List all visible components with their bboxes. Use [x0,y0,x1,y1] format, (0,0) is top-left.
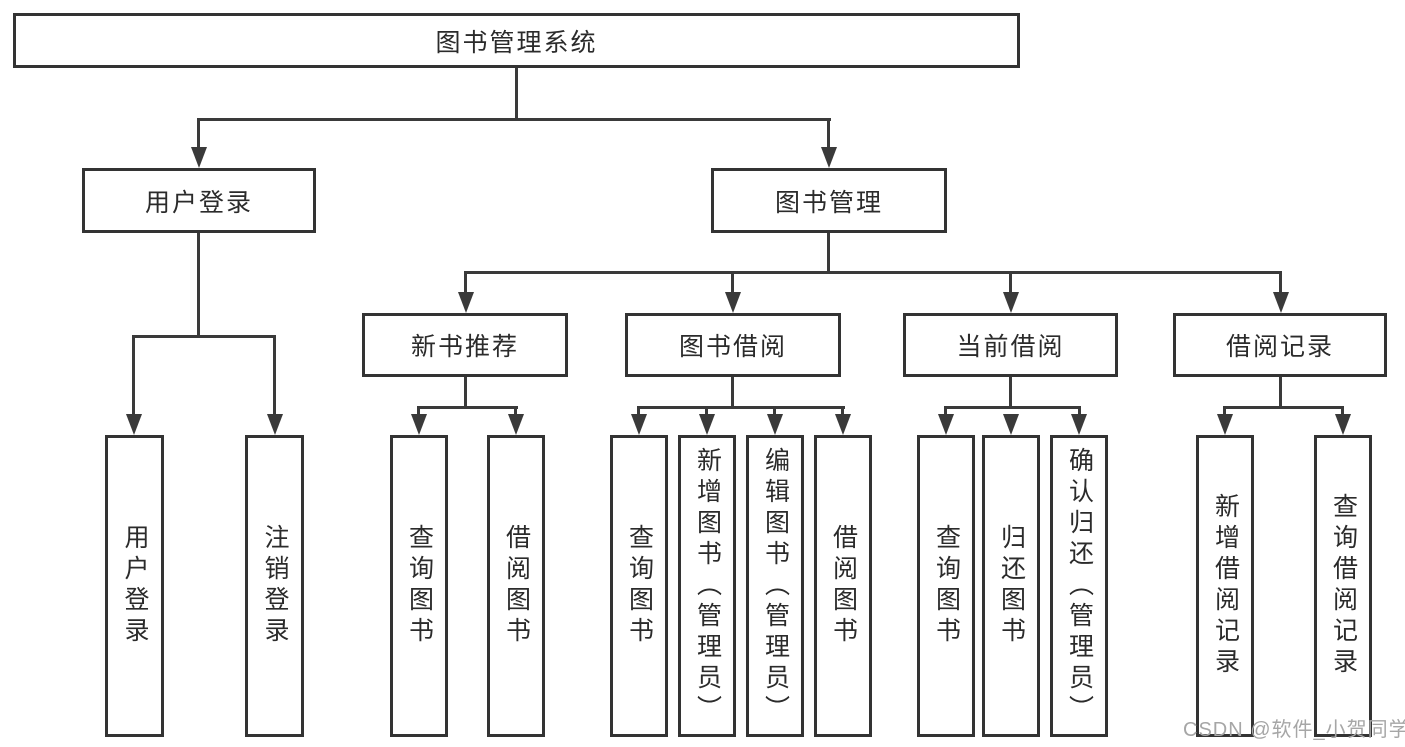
leaf-borrowing-add-books-admin-label: 新增图书（管理员） [693,446,722,726]
arrow-down-icon [411,414,427,435]
leaf-records-add-record: 新增借阅记录 [1196,435,1254,737]
connector-line [731,271,734,295]
arrow-down-icon [191,147,207,168]
connector-line [1341,406,1344,417]
connector-line [841,406,844,417]
leaf-current-return-books: 归还图书 [982,435,1040,737]
arrow-down-icon [1071,414,1087,435]
leaf-borrowing-edit-books-admin: 编辑图书（管理员） [746,435,804,737]
node-book-management-label: 图书管理 [774,188,883,217]
arrow-down-icon [725,292,741,313]
arrow-down-icon [126,414,142,435]
arrow-down-icon [767,414,783,435]
arrow-down-icon [1217,414,1233,435]
leaf-borrowing-query-books: 查询图书 [610,435,668,737]
arrow-down-icon [699,414,715,435]
connector-line [944,406,1081,409]
node-current-borrowing-label: 当前借阅 [956,333,1065,361]
leaf-current-return-books-label: 归还图书 [997,524,1026,648]
node-book-borrowing: 图书借阅 [625,313,841,377]
arrow-down-icon [1273,292,1289,313]
leaf-recommend-query-books-label: 查询图书 [405,524,434,648]
arrow-down-icon [508,414,524,435]
node-root: 图书管理系统 [13,13,1020,68]
leaf-borrowing-query-books-label: 查询图书 [625,524,654,648]
connector-line [464,377,467,409]
connector-line [1009,271,1012,295]
leaf-records-query-record: 查询借阅记录 [1314,435,1372,737]
node-user-login: 用户登录 [82,168,316,233]
leaf-current-confirm-return-admin: 确认归还（管理员） [1050,435,1108,737]
leaf-logout-label: 注销登录 [261,524,289,648]
leaf-current-query-books-label: 查询图书 [932,524,961,648]
leaf-borrowing-borrow-books: 借阅图书 [814,435,872,737]
leaf-records-query-record-label: 查询借阅记录 [1329,493,1358,679]
arrow-down-icon [1335,414,1351,435]
node-borrowing-records-label: 借阅记录 [1225,333,1334,361]
leaf-current-confirm-return-admin-label: 确认归还（管理员） [1065,446,1094,726]
connector-line [273,335,276,417]
connector-line [827,233,830,274]
leaf-user-login: 用户登录 [105,435,164,737]
leaf-recommend-query-books: 查询图书 [390,435,448,737]
connector-line [1078,406,1081,417]
arrow-down-icon [938,414,954,435]
node-borrowing-records: 借阅记录 [1173,313,1387,377]
arrow-down-icon [267,414,283,435]
leaf-user-login-label: 用户登录 [121,524,149,648]
connector-line [1279,377,1282,409]
arrow-down-icon [835,414,851,435]
connector-line [417,406,518,409]
connector-line [132,335,276,338]
connector-line [1223,406,1226,417]
connector-line [1009,377,1012,409]
connector-line [827,118,830,150]
connector-line [705,406,708,417]
node-current-borrowing: 当前借阅 [903,313,1118,377]
leaf-records-add-record-label: 新增借阅记录 [1211,493,1240,679]
connector-line [637,406,640,417]
node-new-book-recommend-label: 新书推荐 [410,333,519,361]
connector-line [464,271,467,295]
arrow-down-icon [458,292,474,313]
connector-line [197,118,200,150]
leaf-current-query-books: 查询图书 [917,435,975,737]
node-root-label: 图书管理系统 [435,28,598,57]
leaf-borrowing-add-books-admin: 新增图书（管理员） [678,435,736,737]
leaf-borrowing-borrow-books-label: 借阅图书 [829,524,858,648]
connector-line [944,406,947,417]
connector-line [132,335,135,417]
watermark-text: CSDN @软件_小贺同学 [1183,719,1405,741]
leaf-logout: 注销登录 [245,435,304,737]
connector-line [773,406,776,417]
node-new-book-recommend: 新书推荐 [362,313,568,377]
connector-line [197,233,200,338]
node-book-borrowing-label: 图书借阅 [678,333,787,361]
node-book-management: 图书管理 [711,168,947,233]
leaf-recommend-borrow-books: 借阅图书 [487,435,545,737]
connector-line [417,406,420,417]
leaf-borrowing-edit-books-admin-label: 编辑图书（管理员） [761,446,790,726]
connector-line [464,271,1282,274]
arrow-down-icon [1003,414,1019,435]
connector-line [197,118,831,121]
arrow-down-icon [631,414,647,435]
connector-line [637,406,845,409]
leaf-recommend-borrow-books-label: 借阅图书 [502,524,531,648]
arrow-down-icon [821,147,837,168]
connector-line [731,377,734,409]
connector-line [514,406,517,417]
connector-line [1279,271,1282,295]
connector-line [515,68,518,118]
arrow-down-icon [1003,292,1019,313]
node-user-login-label: 用户登录 [144,188,253,217]
connector-line [1223,406,1344,409]
